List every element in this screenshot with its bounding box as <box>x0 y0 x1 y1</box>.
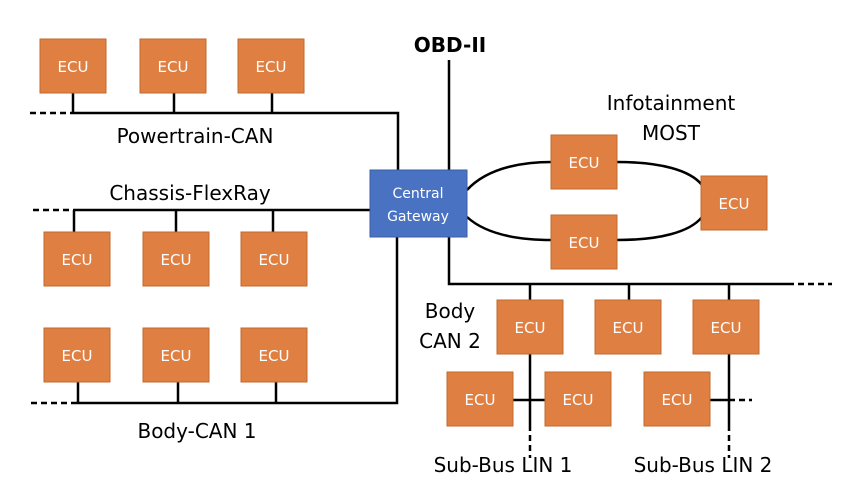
ecu-label: ECU <box>259 347 290 365</box>
obd-label: OBD-II <box>414 33 486 57</box>
ecu-body1-2: ECU <box>142 327 210 383</box>
ecu-label: ECU <box>256 58 287 76</box>
most-label: MOST <box>642 121 701 145</box>
gateway-label-line2: Gateway <box>387 209 449 225</box>
ecu-chassis-1: ECU <box>43 231 111 287</box>
ecu-lin1-right: ECU <box>544 371 612 427</box>
ecu-chassis-3: ECU <box>240 231 308 287</box>
ecu-powertrain-3: ECU <box>237 38 305 94</box>
ecu-lin1-left: ECU <box>446 371 514 427</box>
ecu-body2-1: ECU <box>496 299 564 355</box>
ecu-body2-2: ECU <box>594 299 662 355</box>
chassis-flexray-bus <box>33 208 370 232</box>
ecu-label: ECU <box>62 347 93 365</box>
ecu-label: ECU <box>719 195 750 213</box>
ecu-label: ECU <box>515 319 546 337</box>
ecu-powertrain-2: ECU <box>139 38 207 94</box>
ecu-chassis-2: ECU <box>142 231 210 287</box>
gateway-label-line1: Central <box>393 186 444 202</box>
ecu-most-right: ECU <box>700 175 768 231</box>
ecu-label: ECU <box>161 347 192 365</box>
infotainment-label: Infotainment <box>607 91 736 115</box>
ecu-label: ECU <box>465 391 496 409</box>
ecu-label: ECU <box>563 391 594 409</box>
ecu-body1-1: ECU <box>43 327 111 383</box>
body-can-1-label: Body-CAN 1 <box>137 419 256 443</box>
ecu-label: ECU <box>711 319 742 337</box>
lin-1-bus <box>512 354 546 458</box>
ecu-label: ECU <box>161 251 192 269</box>
lin-2-bus <box>710 354 752 458</box>
ecu-label: ECU <box>158 58 189 76</box>
ecu-label: ECU <box>569 234 600 252</box>
ecu-label: ECU <box>613 319 644 337</box>
central-gateway: Central Gateway <box>369 169 468 238</box>
body-can-2-bus <box>447 237 832 300</box>
chassis-flexray-label: Chassis-FlexRay <box>109 181 270 205</box>
ecu-powertrain-1: ECU <box>39 38 107 94</box>
powertrain-can-bus <box>30 93 400 170</box>
lin-2-label: Sub-Bus LIN 2 <box>634 453 773 477</box>
ecu-body2-3: ECU <box>692 299 760 355</box>
ecu-label: ECU <box>62 251 93 269</box>
lin-1-label: Sub-Bus LIN 1 <box>434 453 573 477</box>
ecu-most-top: ECU <box>550 134 618 190</box>
ecu-label: ECU <box>662 391 693 409</box>
ecu-lin2: ECU <box>643 371 711 427</box>
body-can-1-bus <box>31 237 399 405</box>
body-can-2-label-line2: CAN 2 <box>419 329 481 353</box>
powertrain-can-label: Powertrain-CAN <box>117 124 274 148</box>
ecu-most-bottom: ECU <box>550 214 618 270</box>
ecu-label: ECU <box>259 251 290 269</box>
ecu-label: ECU <box>569 154 600 172</box>
ecu-body1-3: ECU <box>240 327 308 383</box>
ecu-label: ECU <box>58 58 89 76</box>
body-can-2-label-line1: Body <box>425 299 476 323</box>
